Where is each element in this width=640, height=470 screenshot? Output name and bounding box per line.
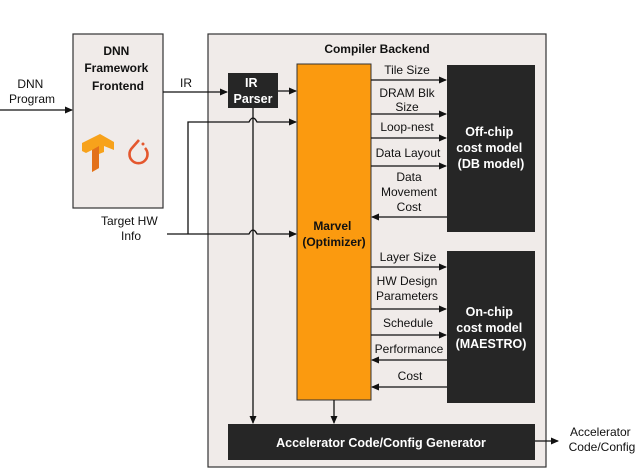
output-label: Accelerator Code/Config — [569, 425, 636, 454]
onchip-title: On-chip cost model (MAESTRO) — [456, 305, 527, 351]
ir-parser-label: IR Parser — [234, 76, 273, 106]
ir-label: IR — [180, 76, 192, 90]
generator-box — [228, 424, 535, 460]
tile-size-label: Tile Size — [384, 63, 430, 77]
loop-nest-label: Loop-nest — [380, 120, 434, 134]
frontend-box — [72, 33, 164, 209]
frontend-title: DNN Framework Frontend — [84, 44, 151, 93]
offchip-title: Off-chip cost model (DB model) — [456, 125, 525, 171]
layer-size-label: Layer Size — [380, 250, 437, 264]
tensorflow-icon — [82, 134, 114, 172]
generator-label: Accelerator Code/Config Generator — [276, 436, 486, 450]
performance-label: Performance — [375, 342, 444, 356]
pytorch-icon — [128, 139, 149, 165]
marvel-optimizer-box — [296, 63, 372, 401]
optimizer-label: Marvel (Optimizer) — [302, 219, 365, 249]
dnn-program-label: DNN Program — [9, 77, 55, 106]
backend-title: Compiler Backend — [324, 42, 429, 56]
schedule-label: Schedule — [383, 316, 433, 330]
cost-label: Cost — [398, 369, 423, 383]
onchip-cost-model-box — [447, 251, 535, 403]
ir-parser-box — [228, 73, 278, 108]
offchip-cost-model-box — [447, 65, 535, 232]
target-hw-label: Target HW Info — [101, 214, 161, 243]
data-layout-label: Data Layout — [376, 146, 441, 160]
